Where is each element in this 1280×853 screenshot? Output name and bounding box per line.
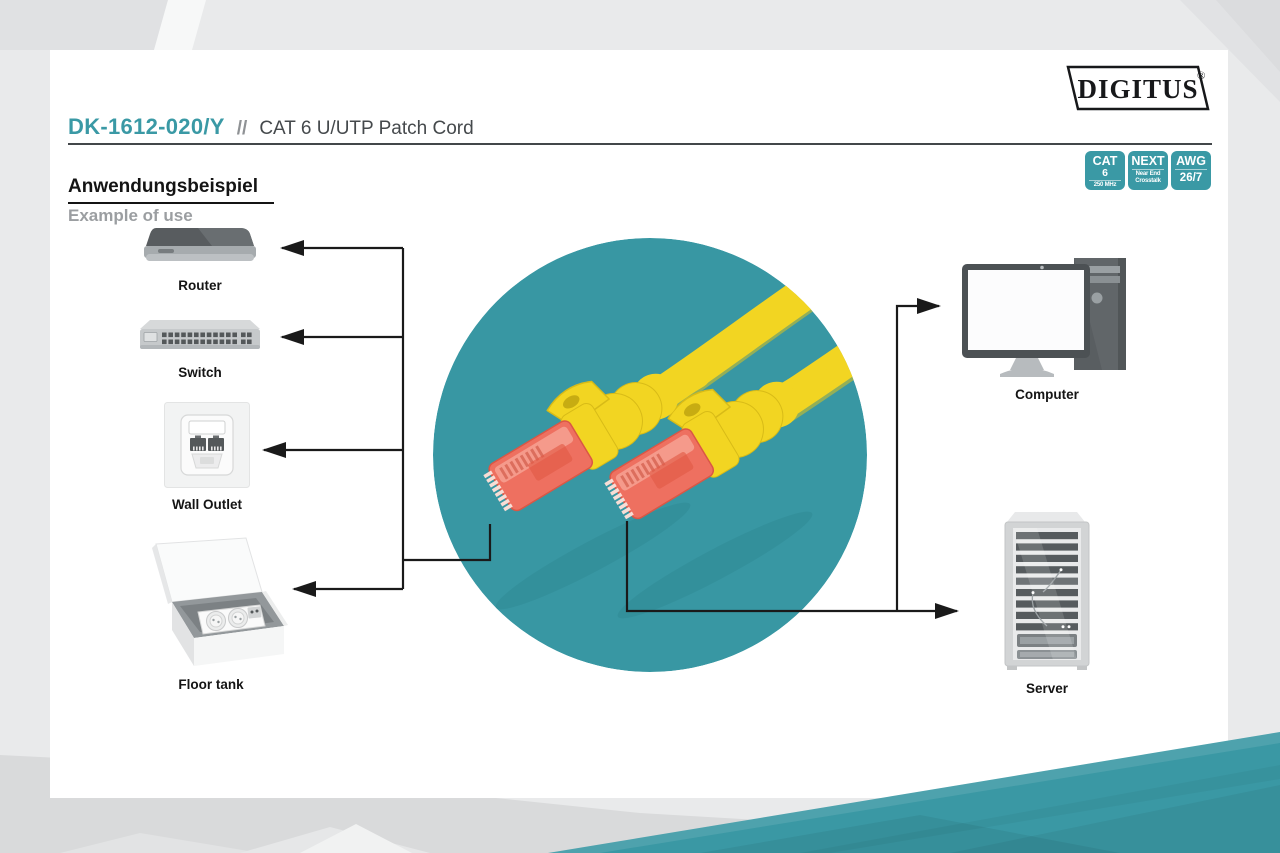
section-heading-en: Example of use bbox=[68, 206, 193, 225]
badge-title: AWG bbox=[1176, 154, 1206, 168]
router-icon bbox=[144, 228, 256, 261]
logo-frame bbox=[1066, 65, 1210, 111]
registered-mark: ® bbox=[1197, 70, 1205, 82]
computer-icon bbox=[962, 258, 1126, 377]
device-server: Server bbox=[1003, 510, 1091, 696]
device-label: Wall Outlet bbox=[172, 497, 242, 512]
patch-cord-image bbox=[433, 238, 867, 672]
badge-note: Crosstalk bbox=[1135, 177, 1161, 184]
badge-value: 26/7 bbox=[1179, 172, 1203, 184]
badge-note: Near End bbox=[1135, 171, 1161, 177]
title-separator: // bbox=[236, 118, 248, 139]
badge-divider bbox=[1175, 169, 1207, 170]
wall-outlet-icon bbox=[164, 402, 250, 488]
device-computer: Computer bbox=[962, 256, 1132, 402]
floor-tank-icon bbox=[152, 537, 288, 666]
product-sku: DK-1612-020/Y bbox=[68, 114, 225, 139]
content-card: DIGITUS ® DK-1612-020/Y // CAT 6 U/UTP P… bbox=[50, 50, 1228, 798]
device-router: Router bbox=[140, 225, 260, 293]
page-title: DK-1612-020/Y // CAT 6 U/UTP Patch Cord bbox=[68, 114, 474, 140]
spec-badges: CAT 6 250 MHz NEXT Near End Crosstalk AW… bbox=[1085, 151, 1211, 190]
badge-cat6: CAT 6 250 MHz bbox=[1085, 151, 1125, 190]
badge-note: 250 MHz bbox=[1093, 182, 1117, 188]
device-wall-outlet: Wall Outlet bbox=[162, 402, 252, 512]
device-switch: Switch bbox=[138, 316, 262, 380]
badge-divider bbox=[1089, 180, 1121, 181]
badge-title: NEXT bbox=[1131, 154, 1165, 168]
badge-next: NEXT Near End Crosstalk bbox=[1128, 151, 1168, 190]
arrow-to-computer bbox=[895, 298, 941, 611]
bottom-gray-swoosh bbox=[0, 755, 1280, 853]
device-label: Computer bbox=[1015, 387, 1079, 402]
device-floor-tank: Floor tank bbox=[126, 536, 296, 692]
device-label: Router bbox=[178, 278, 222, 293]
header-rule bbox=[68, 143, 1212, 145]
switch-icon bbox=[140, 320, 260, 349]
top-right-accent bbox=[1180, 0, 1280, 102]
device-label: Floor tank bbox=[178, 677, 244, 692]
device-label: Server bbox=[1025, 681, 1069, 696]
badge-awg: AWG 26/7 bbox=[1171, 151, 1211, 190]
section-heading-de: Anwendungsbeispiel bbox=[68, 176, 275, 204]
logo-text: DIGITUS bbox=[1077, 74, 1198, 104]
server-icon bbox=[1004, 512, 1090, 670]
badge-value: 6 bbox=[1102, 167, 1108, 179]
bottom-teal-swoosh bbox=[548, 732, 1280, 853]
corner-gray-band bbox=[0, 0, 168, 50]
digitus-logo: DIGITUS ® bbox=[1066, 65, 1210, 111]
device-label: Switch bbox=[178, 365, 222, 380]
badge-title: CAT bbox=[1092, 154, 1118, 168]
product-name: CAT 6 U/UTP Patch Cord bbox=[259, 118, 474, 139]
product-photo-circle bbox=[433, 238, 867, 672]
badge-divider bbox=[1132, 169, 1164, 170]
